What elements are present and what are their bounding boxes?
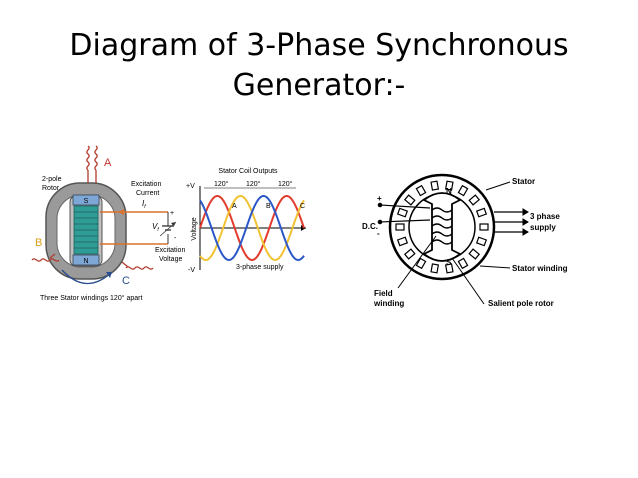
stator-slot bbox=[430, 180, 440, 191]
current-symbol: If bbox=[142, 199, 146, 210]
waveform-chart: Stator Coil Outputs +V -V Voltage 120° 1… bbox=[186, 168, 306, 274]
dc-plus: + bbox=[377, 194, 382, 203]
stator-slot bbox=[395, 223, 405, 231]
stator-winding-label: Stator winding bbox=[512, 264, 568, 273]
title-line-1: Diagram of 3-Phase Synchronous bbox=[69, 28, 569, 63]
three-phase-2: supply bbox=[530, 223, 556, 232]
wave-a bbox=[199, 195, 305, 262]
angle-1: 120° bbox=[214, 180, 229, 188]
excitation-voltage-2: Voltage bbox=[159, 256, 182, 263]
dc-wire-minus bbox=[379, 219, 431, 223]
stator-slot bbox=[444, 180, 454, 191]
stator-slot bbox=[475, 207, 488, 218]
phase-c-label: C bbox=[122, 275, 130, 287]
coil-a bbox=[86, 145, 98, 183]
stator-slot bbox=[479, 223, 489, 231]
stator-slot bbox=[396, 207, 409, 218]
wave-b-label: B bbox=[266, 203, 271, 210]
field-label-2: winding bbox=[373, 299, 404, 308]
excitation-current-2: Current bbox=[136, 190, 159, 197]
battery-plus: + bbox=[170, 210, 174, 217]
slide-title: Diagram of 3-Phase Synchronous Generator… bbox=[0, 26, 638, 106]
stator-leader bbox=[485, 181, 511, 191]
stator-slot bbox=[468, 248, 481, 260]
waveform-title: Stator Coil Outputs bbox=[218, 168, 278, 175]
stator-slot bbox=[403, 194, 416, 206]
rotor-pole-n: N bbox=[446, 187, 452, 196]
stator-slot bbox=[475, 236, 488, 247]
generator-cross-section: S N A B C bbox=[31, 145, 185, 302]
voltage-symbol: Vf bbox=[152, 222, 159, 233]
rotor-label-2: Rotor bbox=[42, 185, 60, 192]
salient-pole-diagram bbox=[377, 173, 529, 305]
stator-winding-leader bbox=[479, 265, 511, 269]
rotor-label-1: 2-pole bbox=[42, 176, 62, 183]
coil-c bbox=[121, 261, 154, 270]
stator-windings-label: Three Stator windings 120° apart bbox=[40, 294, 142, 302]
dc-wire-plus bbox=[379, 204, 431, 209]
stator-label: Stator bbox=[512, 177, 535, 186]
stator-slot bbox=[415, 184, 427, 197]
salient-leader bbox=[451, 257, 485, 305]
angle-3: 120° bbox=[278, 180, 293, 188]
stator-slot bbox=[430, 263, 440, 274]
stator-slot bbox=[396, 236, 409, 247]
phase-a-label: A bbox=[104, 157, 112, 169]
stator-slot bbox=[468, 194, 481, 206]
stator-slot bbox=[457, 257, 469, 270]
rotor-body bbox=[422, 192, 462, 262]
wave-a-label: A bbox=[232, 203, 237, 210]
title-line-2: Generator:- bbox=[232, 68, 406, 103]
stator-slot bbox=[444, 263, 454, 274]
wave-c-label: C bbox=[300, 203, 305, 210]
stator-outer bbox=[388, 173, 496, 281]
y-axis-label: Voltage bbox=[191, 217, 198, 240]
angle-2: 120° bbox=[246, 180, 261, 188]
stator-slots bbox=[395, 180, 489, 274]
excitation-voltage-1: Excitation bbox=[155, 247, 185, 254]
battery-minus: - bbox=[174, 235, 177, 242]
salient-label: Salient pole rotor bbox=[488, 299, 554, 308]
supply-label: 3-phase supply bbox=[236, 264, 284, 271]
field-winding bbox=[431, 207, 453, 245]
salient-labels: D.C. + - N S Stator 3 phase supply Stato… bbox=[362, 177, 568, 308]
wave-c bbox=[199, 195, 305, 262]
rotation-arrow bbox=[61, 269, 113, 285]
stator-slot bbox=[403, 248, 416, 260]
phase-b-label: B bbox=[35, 237, 42, 249]
pole-n-label: N bbox=[83, 258, 88, 265]
coil-b bbox=[31, 253, 60, 262]
rotor-pole-s: S bbox=[446, 258, 452, 267]
rotor-pole-n bbox=[72, 254, 100, 266]
dc-minus: - bbox=[377, 229, 380, 238]
stator-slot bbox=[457, 184, 469, 197]
stator-slot bbox=[415, 257, 427, 270]
pole-s-label: S bbox=[84, 198, 89, 205]
rotor-pole-s bbox=[72, 194, 100, 206]
plus-v-label: +V bbox=[186, 183, 195, 190]
field-winding-leader bbox=[397, 235, 437, 289]
minus-v-label: -V bbox=[188, 267, 195, 274]
field-label-1: Field bbox=[374, 289, 393, 298]
three-phase-1: 3 phase bbox=[530, 212, 560, 221]
dc-label: D.C. bbox=[362, 222, 378, 231]
excitation-current-1: Excitation bbox=[131, 181, 161, 188]
